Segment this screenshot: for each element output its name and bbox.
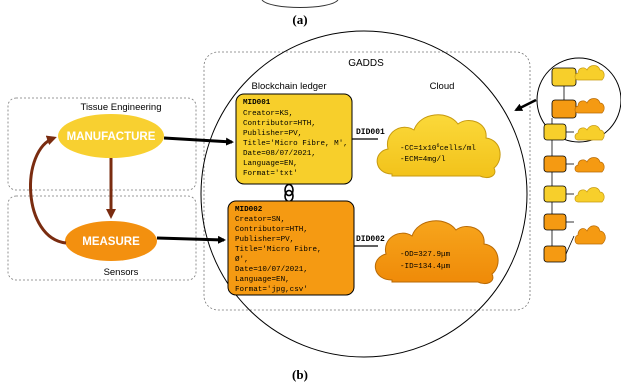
- gadds-boundary: [203, 51, 531, 311]
- record2-line: Format='jpg,csv': [235, 286, 308, 294]
- cloud2-od: -OD=327.9μm: [400, 251, 451, 259]
- chain-block: [543, 245, 567, 263]
- record1-line: Title='Micro Fibre, M',: [243, 140, 348, 148]
- caption-a: (a): [292, 12, 307, 27]
- record1-line: Language=EN,: [243, 160, 298, 168]
- chain-block: [543, 155, 567, 173]
- cloud2-id: -ID=134.4μm: [400, 263, 451, 271]
- record2-fields: Creator=SN, Contributor=HTH, Publisher=P…: [235, 216, 322, 294]
- cloud-icon-2: [375, 220, 499, 285]
- tissue-engineering-label: Tissue Engineering: [81, 102, 162, 113]
- ledger-record-mid002: [227, 200, 355, 296]
- blockchain-ledger-label: Blockchain ledger: [252, 81, 327, 92]
- sensors-box: [7, 195, 197, 281]
- mini-cloud-icon: [574, 225, 606, 245]
- record1-id: MID001: [243, 99, 271, 107]
- cloud-icon-1: [376, 114, 501, 179]
- caption-b: (b): [292, 367, 308, 382]
- record2-line: Language=EN,: [235, 276, 290, 284]
- record2-line: Date=10/07/2021,: [235, 266, 308, 274]
- zoom-arrow: [514, 98, 537, 112]
- cloud1-ecm: -ECM=4mg/l: [400, 156, 446, 164]
- top-image-fragment: [261, 0, 339, 8]
- measure-ellipse: [65, 221, 157, 261]
- chain-block: [543, 185, 567, 203]
- cloud-label: Cloud: [430, 81, 455, 92]
- cloud1-cc: -CC=1x106cells/ml: [400, 143, 476, 153]
- record2-line: Publisher=PV,: [235, 236, 294, 244]
- record2-id: MID002: [235, 206, 263, 214]
- manufacture-to-ledger-arrow: [163, 136, 234, 146]
- record2-line: Ø',: [235, 255, 249, 264]
- record2-line: Contributor=HTH,: [235, 226, 308, 234]
- record1-line: Creator=KS,: [243, 110, 293, 118]
- mini-cloud-icon: [574, 187, 605, 203]
- mini-cloud-icon: [574, 157, 605, 173]
- did002-label: DID002: [356, 235, 385, 244]
- measure-to-manufacture-arrow: [29, 135, 67, 245]
- record2-line: Creator=SN,: [235, 216, 285, 224]
- tissue-engineering-box: [7, 97, 197, 191]
- chain-block: [551, 99, 577, 119]
- mini-cloud-icon: [574, 65, 605, 81]
- chain-link-icon: [284, 183, 294, 203]
- record1-line: Publisher=PV,: [243, 130, 302, 138]
- did001-label: DID001: [356, 128, 385, 137]
- record1-line: Contributor=HTH,: [243, 120, 316, 128]
- measure-label: MEASURE: [82, 236, 140, 248]
- measure-to-ledger-arrow: [156, 235, 226, 244]
- sensors-label: Sensors: [104, 267, 139, 278]
- manufacture-ellipse: [58, 114, 164, 158]
- mini-cloud-icon: [574, 125, 605, 141]
- zoom-circle: [200, 30, 528, 358]
- record2-line: Title='Micro Fibre,: [235, 246, 322, 254]
- gadds-label: GADDS: [348, 58, 384, 69]
- manufacture-label: MANUFACTURE: [67, 131, 156, 143]
- record1-line: Date=08/07/2021,: [243, 150, 316, 158]
- chain-column: [543, 118, 606, 263]
- chain-block: [551, 67, 577, 87]
- record1-line: Format='txt': [243, 170, 298, 178]
- chain-block: [543, 123, 567, 141]
- chain-block: [543, 213, 567, 231]
- record1-fields: Creator=KS, Contributor=HTH, Publisher=P…: [243, 110, 348, 178]
- mini-cloud-icon: [574, 98, 605, 114]
